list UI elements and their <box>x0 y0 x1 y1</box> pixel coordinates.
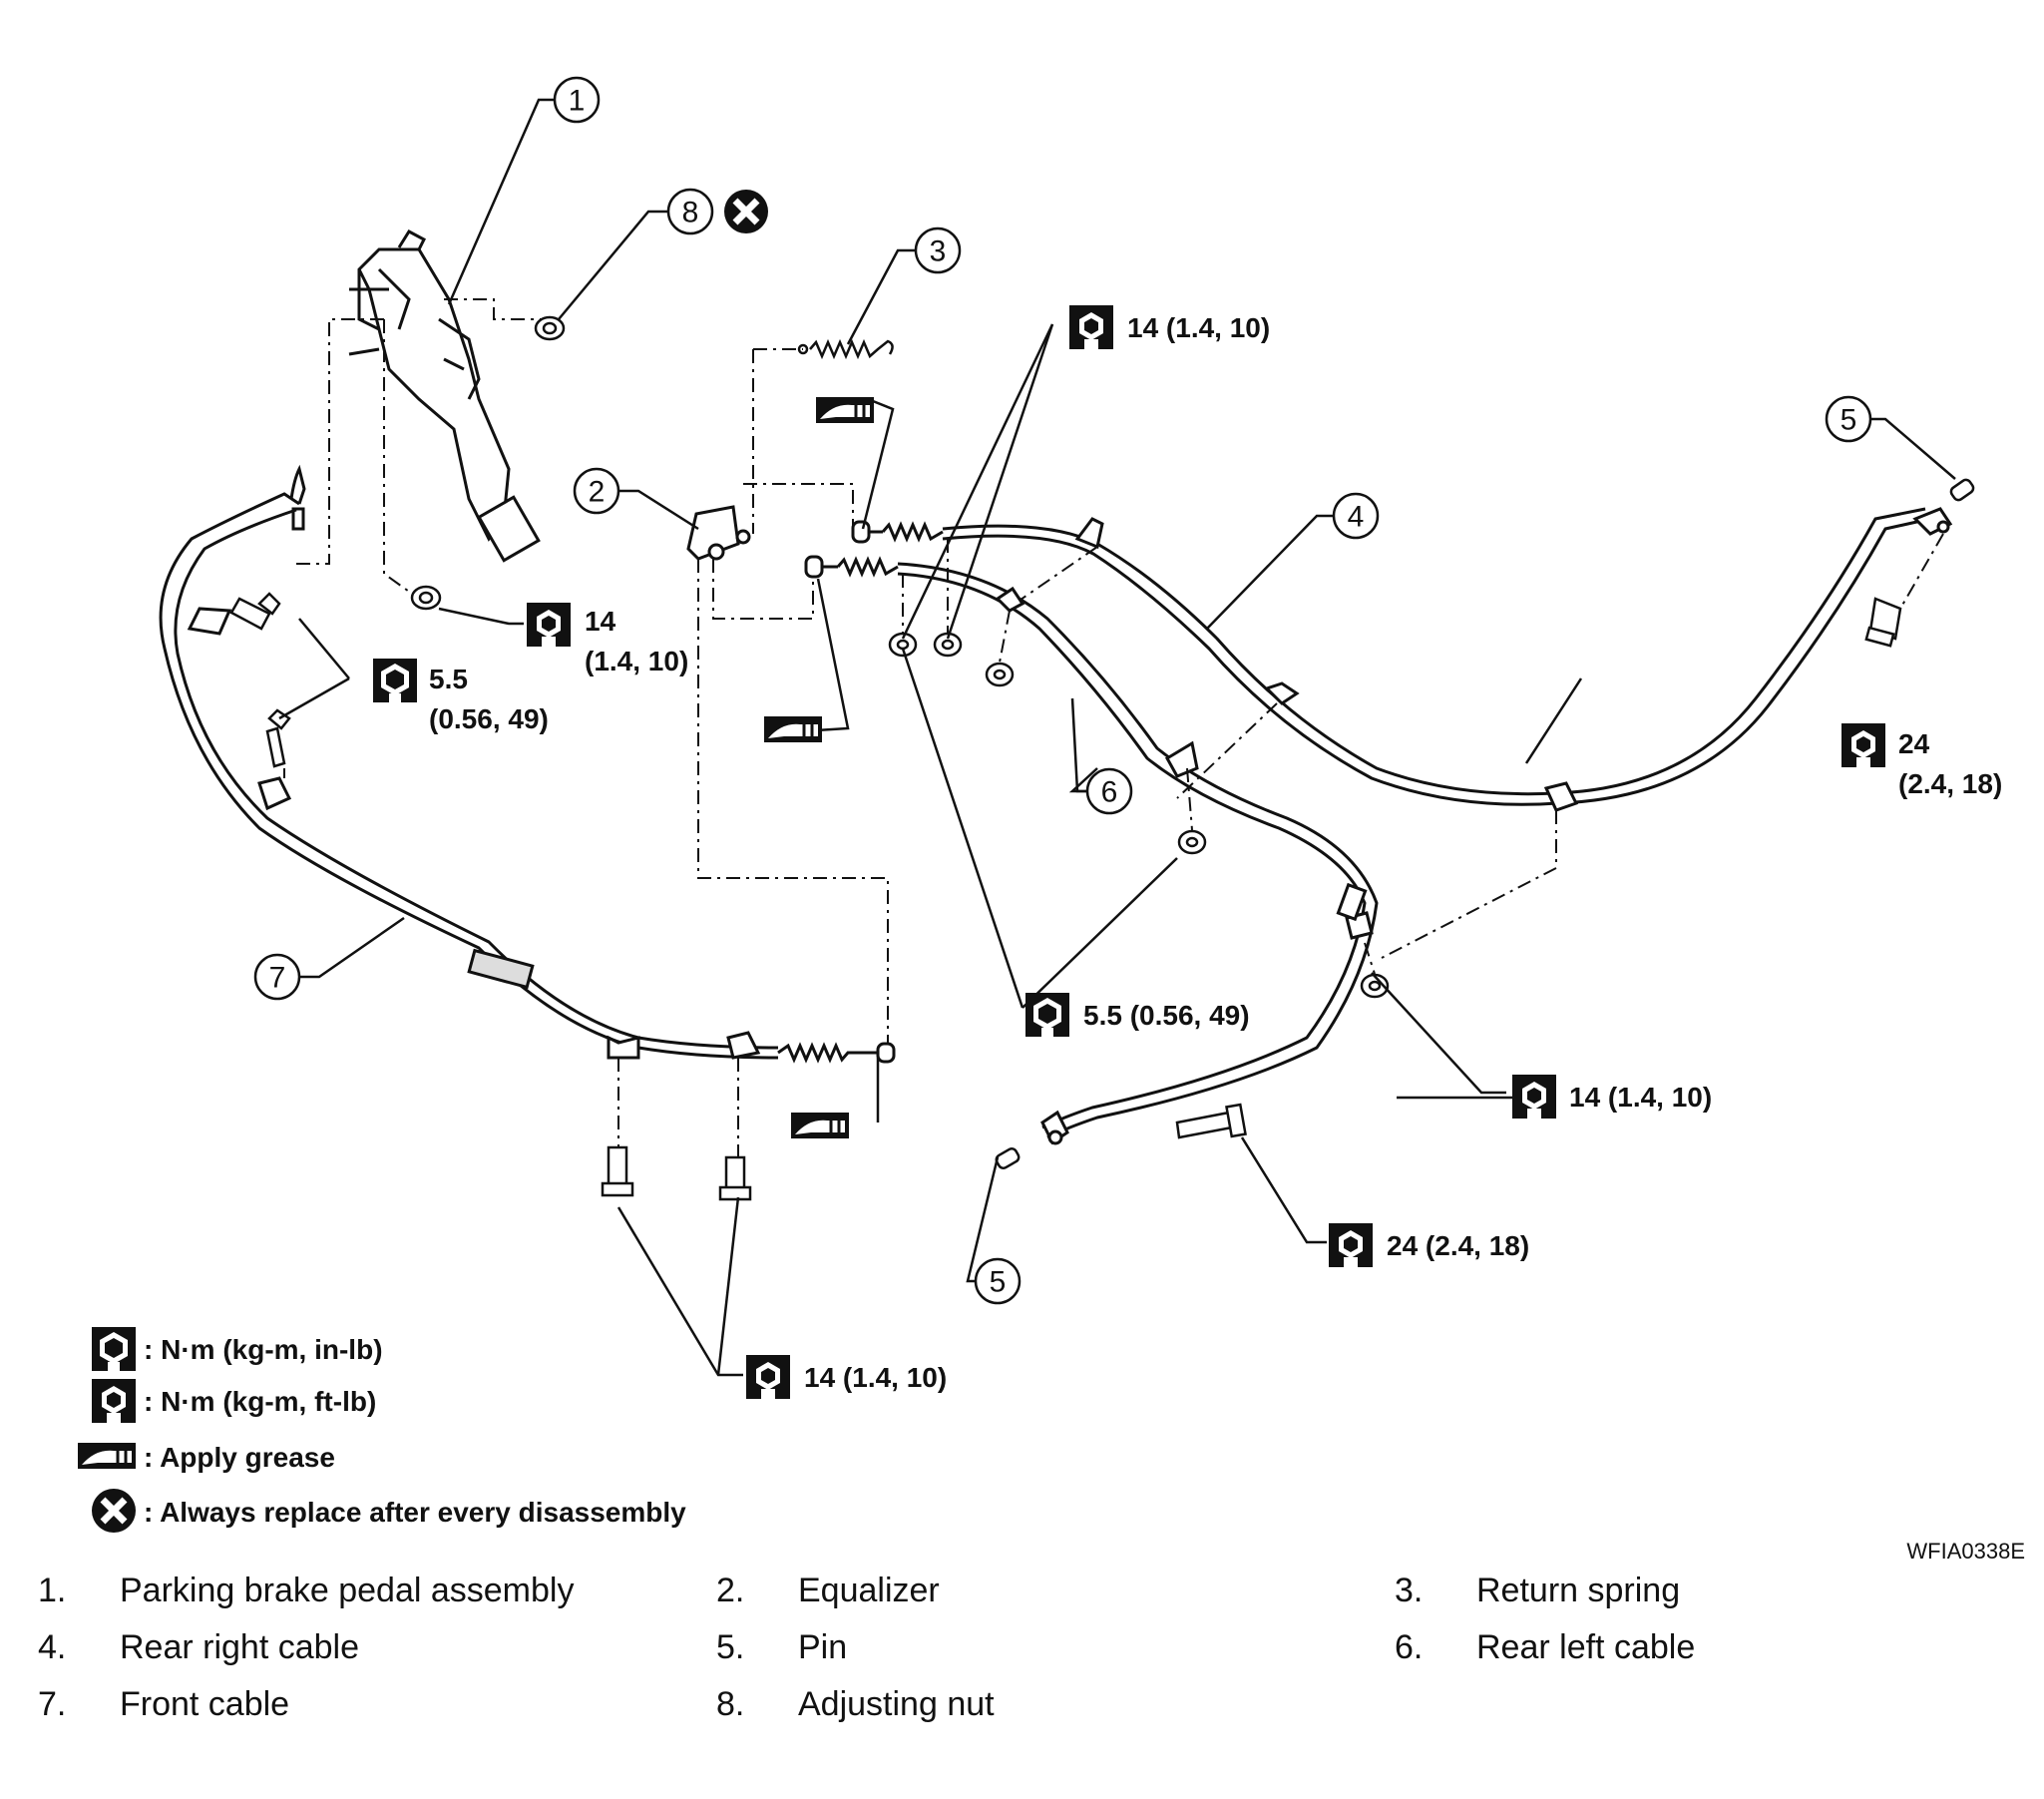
callout-2: 2 <box>573 467 620 515</box>
svg-text:5.5: 5.5 <box>429 664 468 694</box>
equalizer <box>686 505 751 561</box>
part-name: Equalizer <box>798 1572 940 1609</box>
torque-leaders <box>278 323 1583 1377</box>
part-number: 5. <box>716 1628 745 1666</box>
grease-icon <box>76 1441 138 1471</box>
torque-ft-lb-icon <box>1069 305 1113 349</box>
svg-text:1: 1 <box>569 85 586 118</box>
rear-left-cable <box>804 555 1379 1145</box>
svg-text:14 (1.4, 10): 14 (1.4, 10) <box>1569 1082 1712 1113</box>
part-number: 1. <box>38 1572 67 1609</box>
rear-right-leaders <box>1007 533 1944 959</box>
rear-left-bolt <box>1175 1103 1247 1139</box>
grease-icon <box>789 1111 851 1140</box>
svg-text:4: 4 <box>1348 501 1365 534</box>
callout-3: 3 <box>914 226 962 274</box>
svg-text:24 (2.4, 18): 24 (2.4, 18) <box>1387 1230 1529 1261</box>
torque-in-lb-icon <box>1025 993 1069 1037</box>
pedal-nut <box>410 585 442 611</box>
torque-bottom: 14 (1.4, 10) <box>746 1355 947 1399</box>
svg-text:3: 3 <box>930 235 947 268</box>
svg-text:6: 6 <box>1101 776 1118 809</box>
figure-ref: WFIA0338E <box>1906 1539 2025 1564</box>
svg-text:: N·m (kg-m, ft-lb): : N·m (kg-m, ft-lb) <box>144 1386 376 1417</box>
svg-text:2: 2 <box>589 476 606 509</box>
callout-5-bottom: 5 <box>974 1257 1022 1305</box>
front-bolts <box>229 592 752 1201</box>
part-number: 2. <box>716 1572 745 1609</box>
legend: : N·m (kg-m, in-lb) : N·m (kg-m, ft-lb) … <box>76 1327 686 1533</box>
torque-pedal: 14 (1.4, 10) <box>527 603 688 676</box>
svg-text:(1.4, 10): (1.4, 10) <box>585 646 688 676</box>
part-number: 3. <box>1395 1572 1424 1609</box>
rear-right-bolt <box>1864 597 1902 648</box>
svg-text:(2.4, 18): (2.4, 18) <box>1898 768 2002 799</box>
svg-text:: Always replace after every d: : Always replace after every disassembly <box>144 1497 686 1528</box>
pedal-leaders <box>294 298 544 600</box>
torque-right-nut: 14 (1.4, 10) <box>1512 1075 1712 1119</box>
grease-icon <box>762 714 824 744</box>
svg-text:: Apply grease: : Apply grease <box>144 1442 335 1473</box>
part-name: Parking brake pedal assembly <box>120 1572 575 1609</box>
torque-left: 5.5 (0.56, 49) <box>373 659 549 734</box>
torque-top: 14 (1.4, 10) <box>1069 305 1270 349</box>
svg-text:7: 7 <box>269 962 286 995</box>
adjusting-nut <box>534 315 566 341</box>
svg-text:: N·m (kg-m, in-lb): : N·m (kg-m, in-lb) <box>144 1334 383 1365</box>
torque-bottom-bolt: 24 (2.4, 18) <box>1329 1223 1529 1267</box>
svg-text:5: 5 <box>990 1266 1007 1299</box>
rear-right-cable <box>851 507 1953 812</box>
callout-1: 1 <box>553 76 601 124</box>
callout-5-top: 5 <box>1825 395 1872 443</box>
callout-4: 4 <box>1332 492 1380 540</box>
torque-ft-lb-icon <box>746 1355 790 1399</box>
svg-text:14: 14 <box>585 606 616 637</box>
torque-ft-lb-icon <box>527 603 571 647</box>
callout-7: 7 <box>253 953 301 1001</box>
svg-text:5.5 (0.56, 49): 5.5 (0.56, 49) <box>1083 1000 1250 1031</box>
pin-rear-right <box>1949 478 1975 502</box>
svg-text:8: 8 <box>682 197 699 229</box>
torque-mid: 5.5 (0.56, 49) <box>1025 993 1250 1037</box>
replace-icon <box>724 190 768 233</box>
torque-ft-lb-icon <box>1512 1075 1556 1119</box>
callout-6: 6 <box>1085 767 1133 815</box>
replace-icon <box>92 1489 136 1533</box>
callout-8: 8 <box>666 188 714 235</box>
torque-in-lb-icon <box>92 1327 136 1371</box>
part-name: Front cable <box>120 1685 290 1723</box>
grease-icon <box>814 395 876 425</box>
equalizer-leaders <box>697 348 889 1044</box>
svg-text:(0.56, 49): (0.56, 49) <box>429 703 549 734</box>
torque-in-lb-icon <box>373 659 417 702</box>
torque-ft-lb-icon <box>1329 1223 1373 1267</box>
part-name: Pin <box>798 1628 848 1666</box>
part-name: Rear left cable <box>1476 1628 1696 1666</box>
part-number: 7. <box>38 1685 67 1723</box>
front-cable <box>159 464 896 1064</box>
front-bolt-leaders <box>283 768 739 1157</box>
torque-ft-lb-icon <box>1841 723 1885 767</box>
svg-text:24: 24 <box>1898 728 1930 759</box>
cable-nuts <box>888 632 1390 999</box>
torque-ft-lb-icon <box>92 1379 136 1423</box>
return-spring <box>797 338 894 360</box>
part-number: 6. <box>1395 1628 1424 1666</box>
nut-leaders <box>902 539 1376 975</box>
callouts: 1 8 3 2 4 5 6 7 5 <box>253 76 1872 1305</box>
part-number: 4. <box>38 1628 67 1666</box>
torque-right: 24 (2.4, 18) <box>1841 723 2002 799</box>
svg-text:14 (1.4, 10): 14 (1.4, 10) <box>804 1362 947 1393</box>
pedal-assembly <box>348 229 541 563</box>
part-name: Return spring <box>1476 1572 1681 1609</box>
svg-text:14 (1.4, 10): 14 (1.4, 10) <box>1127 312 1270 343</box>
part-name: Adjusting nut <box>798 1685 995 1723</box>
svg-text:5: 5 <box>1840 404 1857 437</box>
part-name: Rear right cable <box>120 1628 360 1666</box>
pin-rear-left <box>995 1147 1021 1169</box>
part-number: 8. <box>716 1685 745 1723</box>
callout-leaders <box>299 98 1956 1283</box>
